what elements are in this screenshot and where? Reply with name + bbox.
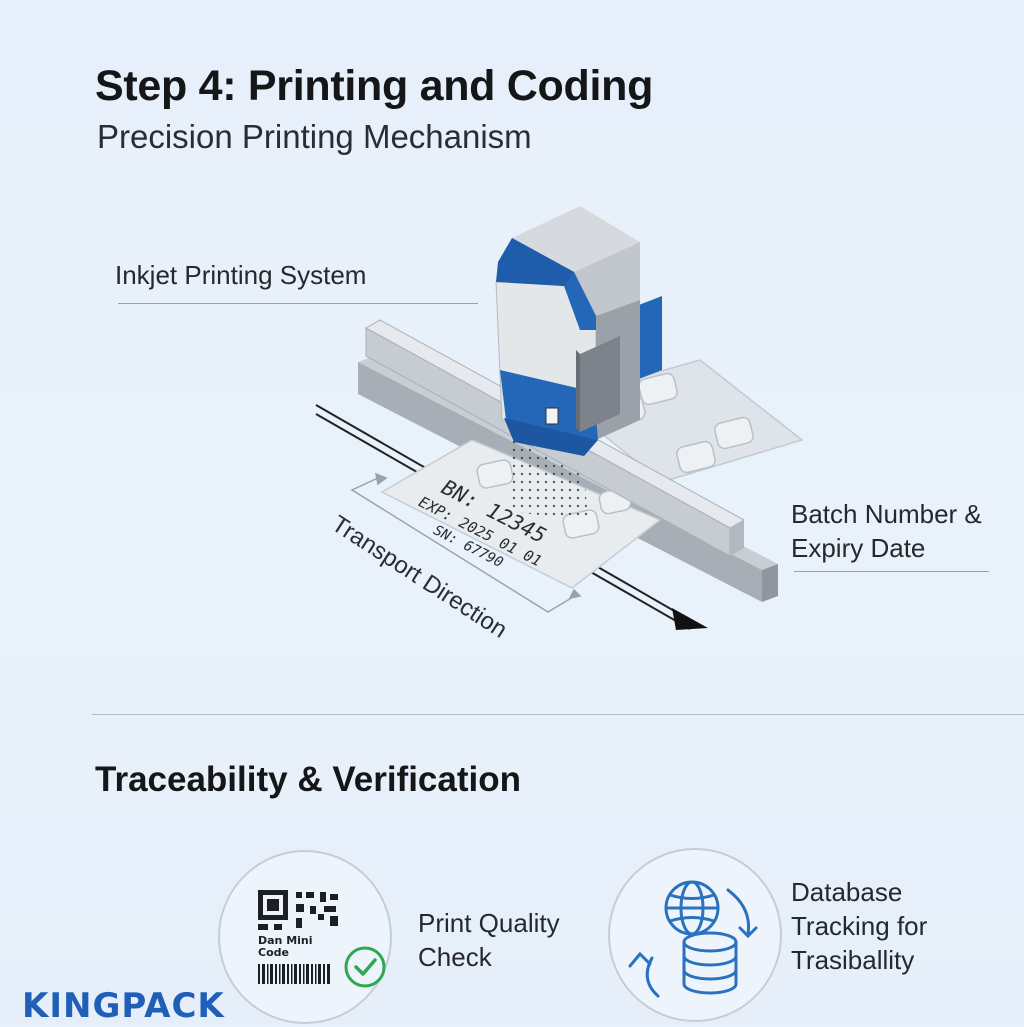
qr-code-icon: Dan Mini Code (258, 890, 386, 988)
section-divider (92, 714, 1024, 715)
database-tracking-label: Database Tracking for Trasiballity (791, 875, 927, 977)
quality-label-line1: Print Quality (418, 908, 560, 938)
sync-arrows-icon (628, 888, 758, 998)
qr-caption-line2: Code (258, 946, 289, 959)
batch-expiry-label: Batch Number & Expiry Date (791, 497, 982, 565)
page-title: Step 4: Printing and Coding (95, 62, 654, 110)
printing-machine-illustration: BN: 12345 EXP: 2025 01 01 SN: 67790 Tran… (315, 206, 804, 644)
db-label-line2: Tracking for (791, 911, 928, 941)
batch-label-line2: Expiry Date (791, 533, 926, 563)
print-quality-label: Print Quality Check (418, 906, 560, 974)
database-icon (682, 931, 738, 995)
inkjet-printer-icon (495, 206, 662, 456)
kingpack-logo: KINGPACK (22, 986, 225, 1026)
batch-leader-line (794, 571, 989, 572)
barcode-icon (258, 964, 330, 984)
inkjet-label: Inkjet Printing System (115, 260, 367, 290)
sheet-guide-arrows (350, 472, 582, 613)
qr-caption-line1: Dan Mini (258, 934, 313, 947)
database-tracking-badge (608, 848, 782, 1022)
db-label-line1: Database (791, 877, 903, 907)
check-icon (344, 946, 386, 988)
print-quality-badge: Dan Mini Code (218, 850, 392, 1024)
globe-icon (664, 880, 720, 936)
page-subtitle: Precision Printing Mechanism (97, 118, 532, 155)
quality-label-line2: Check (418, 942, 492, 972)
inkjet-leader-line (118, 303, 478, 304)
db-label-line3: Trasiballity (791, 945, 915, 975)
section-title: Traceability & Verification (95, 760, 521, 799)
batch-label-line1: Batch Number & (791, 499, 982, 529)
